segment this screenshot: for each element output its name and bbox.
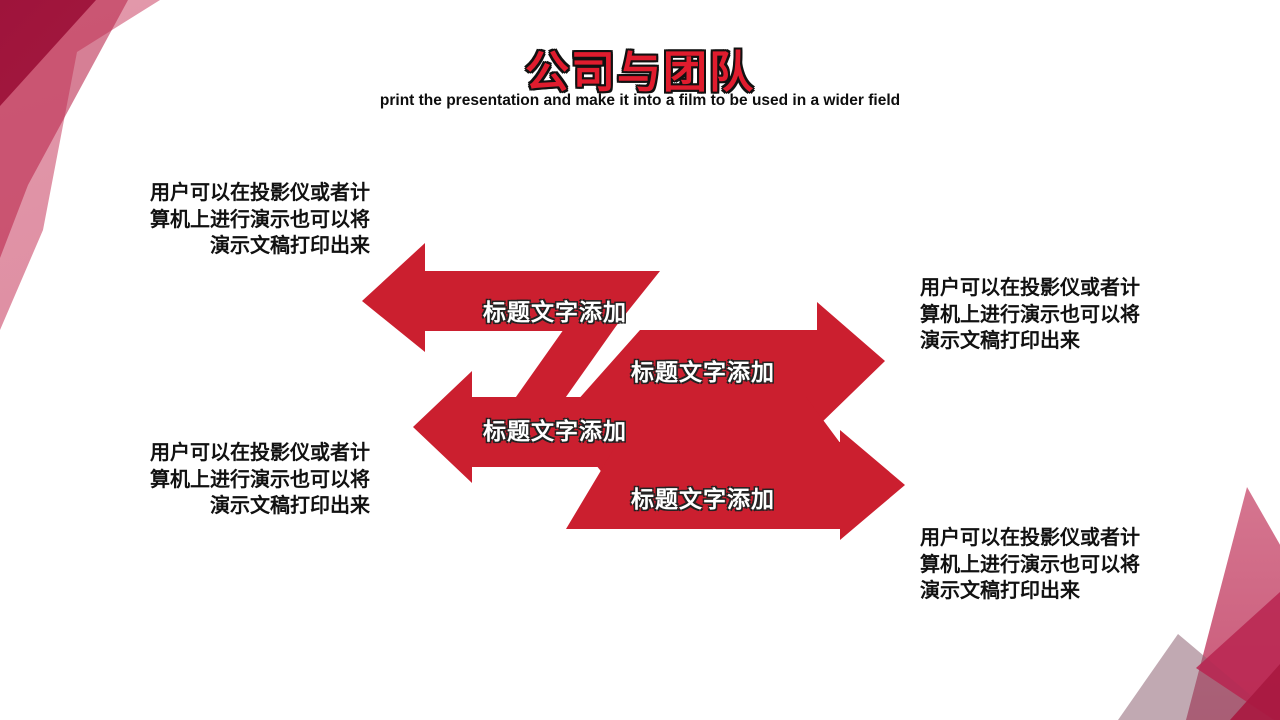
description-bottom-right: 用户可以在投影仪或者计算机上进行演示也可以将演示文稿打印出来 [920, 527, 1140, 602]
description-top-left: 用户可以在投影仪或者计算机上进行演示也可以将演示文稿打印出来 [150, 182, 370, 257]
slide-subtitle: print the presentation and make it into … [379, 92, 901, 109]
arrow-1-label: 标题文字添加 [483, 299, 627, 325]
slide-title: 公司与团队 [525, 48, 755, 97]
description-bottom-left: 用户可以在投影仪或者计算机上进行演示也可以将演示文稿打印出来 [150, 442, 370, 517]
description-top-right: 用户可以在投影仪或者计算机上进行演示也可以将演示文稿打印出来 [920, 277, 1140, 352]
arrow-3-label: 标题文字添加 [483, 418, 627, 444]
arrow-4-label: 标题文字添加 [631, 486, 775, 512]
arrow-2-label: 标题文字添加 [631, 359, 775, 385]
